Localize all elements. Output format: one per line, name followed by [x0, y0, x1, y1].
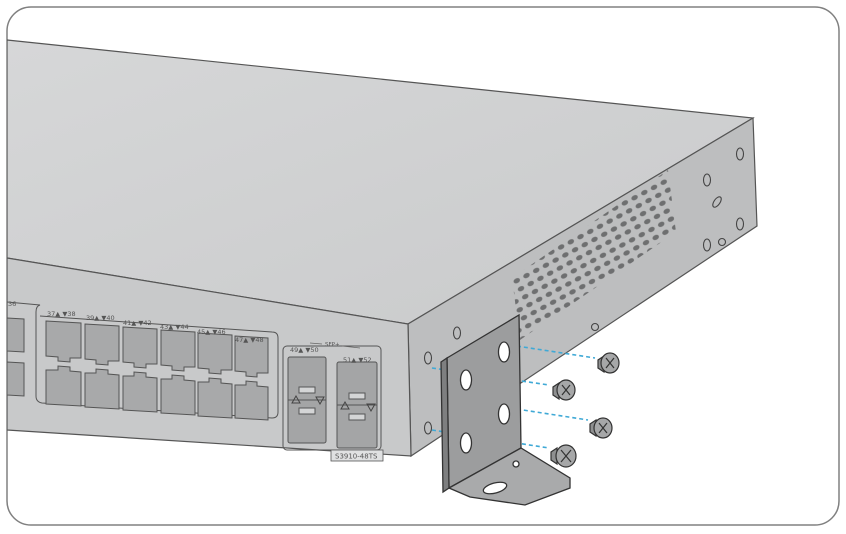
screw: [597, 352, 620, 374]
mount-hole: [735, 217, 745, 231]
sfp-cage: [348, 413, 366, 421]
ethernet-port: [122, 371, 158, 413]
arrow-down-icon: [366, 403, 376, 413]
mount-hole: [735, 147, 745, 161]
sfp-arrows: [291, 394, 376, 413]
port-label-39-40: 39▲ ▼40: [86, 314, 115, 322]
mount-hole: [423, 421, 433, 435]
arrow-up-icon: [291, 394, 301, 404]
ethernet-port: [160, 329, 196, 372]
port-label-51-52: 51▲ ▼52: [343, 356, 372, 364]
ethernet-port: [122, 326, 158, 369]
ethernet-port: [7, 317, 25, 353]
port-label-41-42: 41▲ ▼42: [123, 319, 152, 327]
ethernet-port: [45, 365, 82, 407]
vent-grille: [512, 170, 676, 340]
side-mounting-holes: [423, 147, 745, 435]
model-label: S3910-48TS: [335, 453, 378, 461]
screw-head: [590, 322, 600, 332]
alignment-line: [509, 407, 589, 421]
ethernet-port: [45, 320, 82, 363]
ethernet-port: [84, 323, 120, 366]
model-label-box: [330, 449, 384, 462]
port-label-47-48: 47▲ ▼48: [235, 336, 264, 344]
port-labels: 36 37▲ ▼38 39▲ ▼40 41▲ ▼42 43▲ ▼44 45▲ ▼…: [8, 300, 372, 364]
bracket-hole: [459, 369, 473, 391]
screw: [552, 379, 576, 401]
screw: [589, 417, 613, 439]
bracket-holes: [459, 341, 520, 495]
sfp-ports: [287, 356, 378, 449]
ethernet-port: [7, 361, 25, 397]
ethernet-ports-top-row: [7, 317, 269, 378]
ethernet-port: [234, 335, 269, 378]
bracket-small-hole: [512, 460, 520, 468]
arrow-up-icon: [340, 400, 350, 410]
port-label-36: 36: [8, 300, 16, 308]
mounting-bracket: [440, 313, 571, 506]
sfp-cage: [298, 407, 316, 415]
sfp-title-rule: [309, 342, 323, 345]
sfp-cage: [298, 386, 316, 394]
mount-hole: [423, 351, 433, 365]
screws: [550, 352, 620, 468]
ethernet-port: [84, 368, 120, 410]
ethernet-port: [160, 374, 196, 416]
bracket-hole: [497, 403, 511, 425]
alignment-line: [509, 344, 596, 359]
port-label-45-46: 45▲ ▼46: [197, 328, 226, 336]
sfp-cage: [348, 392, 366, 400]
port-label-49-50: 49▲ ▼50: [290, 346, 319, 354]
mount-hole: [702, 173, 712, 187]
arrow-down-icon: [315, 396, 325, 406]
bracket-hole: [497, 341, 511, 363]
ethernet-ports-bottom-row: [7, 361, 269, 421]
port-label-43-44: 43▲ ▼44: [160, 323, 189, 331]
screw: [550, 444, 577, 468]
port-label-37-38: 37▲ ▼38: [47, 310, 76, 318]
sfp-title-rule: [341, 345, 361, 349]
bracket-edge: [440, 356, 450, 494]
bracket-foot: [447, 447, 571, 506]
screw-head: [717, 237, 727, 247]
ethernet-port: [197, 377, 233, 419]
mount-hole: [712, 196, 722, 208]
sfp-title-label: SFP+: [325, 342, 340, 348]
bracket-hole: [459, 432, 473, 454]
ethernet-port: [197, 332, 233, 375]
bracket-slot: [482, 481, 508, 495]
mount-hole: [702, 238, 712, 252]
mount-hole: [452, 326, 462, 340]
ethernet-port: [234, 380, 269, 421]
